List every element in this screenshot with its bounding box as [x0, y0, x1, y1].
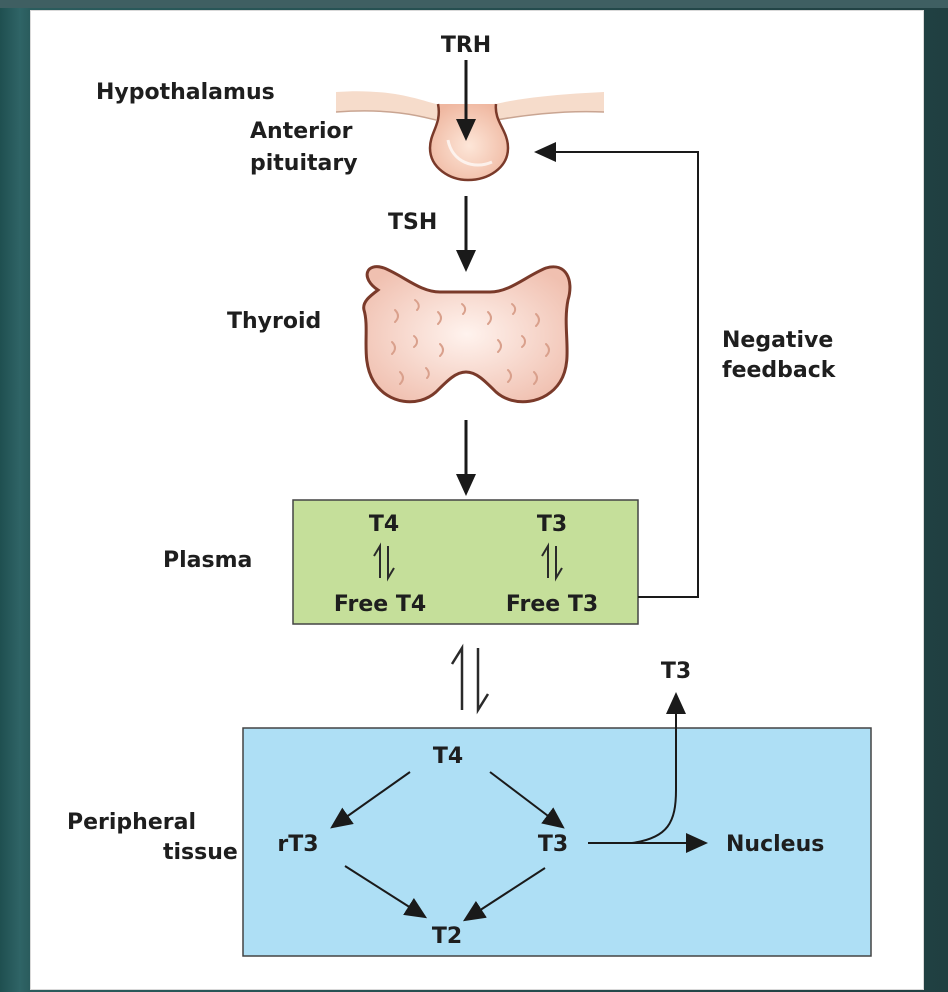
plasma-tissue-equilibrium-icon	[452, 648, 488, 710]
thyroid-label: Thyroid	[227, 309, 321, 334]
rt3-label: rT3	[277, 832, 318, 857]
tissue-t3-label: T3	[538, 832, 568, 857]
trh-label: TRH	[441, 33, 491, 58]
negative-label: Negative	[722, 328, 833, 353]
plasma-label: Plasma	[163, 548, 252, 573]
anterior-label: Anterior	[250, 119, 353, 144]
tsh-label: TSH	[388, 210, 437, 235]
tissue-t4-label: T4	[433, 744, 463, 769]
plasma-t4-label: T4	[369, 512, 399, 537]
tissue-label: tissue	[163, 840, 238, 865]
peripheral-label: Peripheral	[67, 810, 196, 835]
thyroid-gland	[364, 267, 570, 402]
plasma-t3-label: T3	[537, 512, 567, 537]
anterior-pituitary-gland	[430, 104, 508, 180]
exported-t3-label: T3	[661, 659, 691, 684]
feedback-label: feedback	[722, 358, 837, 383]
free-t4-label: Free T4	[334, 592, 426, 617]
pituitary-label: pituitary	[250, 151, 358, 176]
hypothalamus-label: Hypothalamus	[96, 80, 275, 105]
t2-label: T2	[432, 924, 462, 949]
free-t3-label: Free T3	[506, 592, 598, 617]
nucleus-label: Nucleus	[726, 832, 824, 857]
